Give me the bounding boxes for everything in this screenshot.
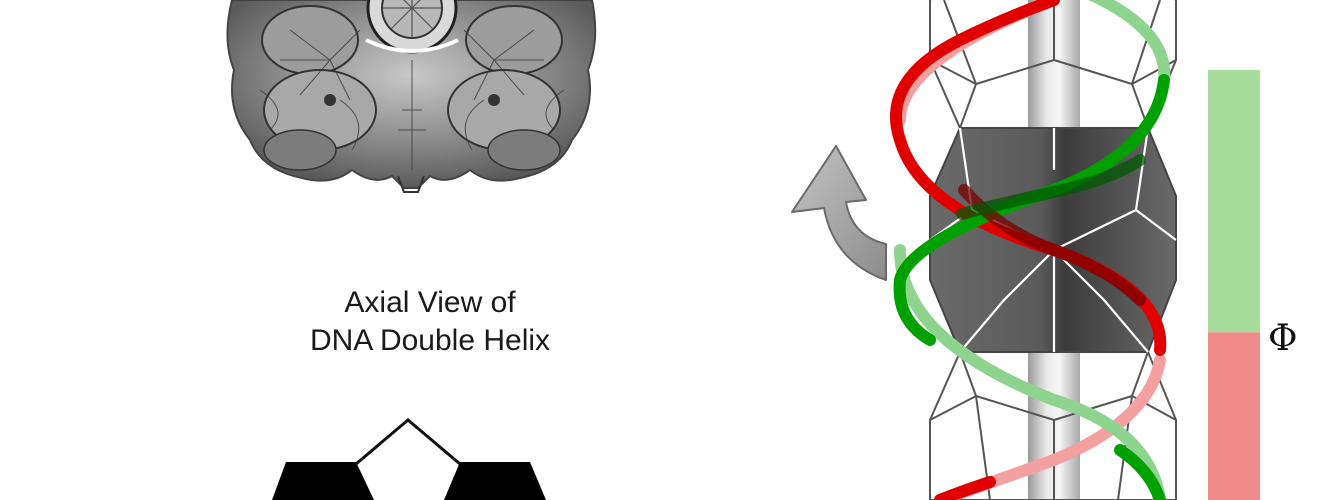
phi-bar-green bbox=[1208, 70, 1260, 333]
green-strand-back-upper bbox=[1088, 0, 1171, 86]
green-strand-back-lower bbox=[894, 244, 1166, 500]
phi-bar bbox=[1208, 70, 1260, 500]
caption-line-2: DNA Double Helix bbox=[309, 324, 551, 357]
phi-bar-red bbox=[1208, 332, 1260, 500]
dodecahedron-solid bbox=[929, 127, 1177, 353]
phi-symbol: Φ bbox=[1268, 318, 1298, 359]
rotation-arrow-icon bbox=[791, 145, 887, 281]
helix-strands bbox=[890, 0, 1171, 500]
axial-brain-image bbox=[226, 0, 597, 193]
axial-view-pentagons bbox=[272, 418, 546, 500]
caption-line-1: Axial View of bbox=[344, 286, 516, 319]
dodecahedron-upper bbox=[929, 0, 1177, 129]
green-strand bbox=[893, 74, 1170, 346]
